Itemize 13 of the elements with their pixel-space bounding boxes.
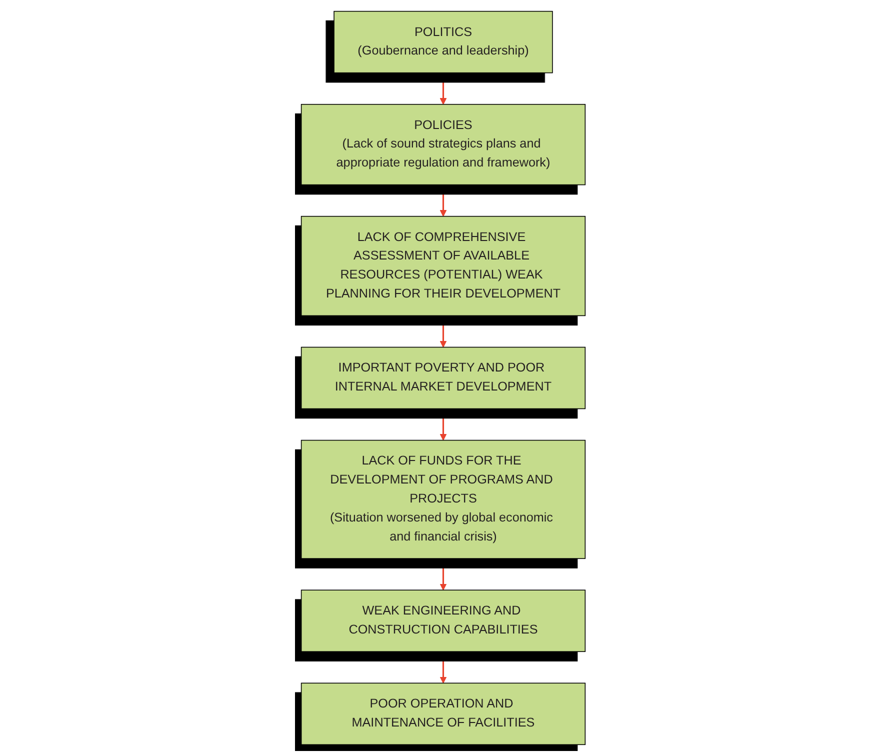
arrow xyxy=(440,184,447,217)
arrow xyxy=(440,316,447,348)
node-box: LACK OF FUNDS FOR THE DEVELOPMENT OF PROGRAMS AND PROJECTS (Situation worsened by global economic and financial crisis) xyxy=(301,440,586,559)
node-box: POLITICS (Goubernance and leadership) xyxy=(334,10,554,74)
node-box: IMPORTANT POVERTY AND POOR INTERNAL MARKET DEVELOPMENT xyxy=(301,346,586,410)
node-box: WEAK ENGINEERING AND CONSTRUCTION CAPABILITIES xyxy=(301,590,586,652)
node-box: POOR OPERATION AND MAINTENANCE OF FACILITIES xyxy=(301,682,586,746)
node-box: POLICIES (Lack of sound strategics plans and appropriate regulation and framework) xyxy=(301,104,586,186)
arrow xyxy=(440,408,447,441)
arrow xyxy=(440,558,447,590)
arrow xyxy=(440,652,447,684)
arrow xyxy=(440,72,447,105)
node-box: LACK OF COMPREHENSIVE ASSESSMENT OF AVAILABLE RESOURCES (POTENTIAL) WEAK PLANNING FOR THEIR DEVELOPMENT xyxy=(301,216,586,316)
